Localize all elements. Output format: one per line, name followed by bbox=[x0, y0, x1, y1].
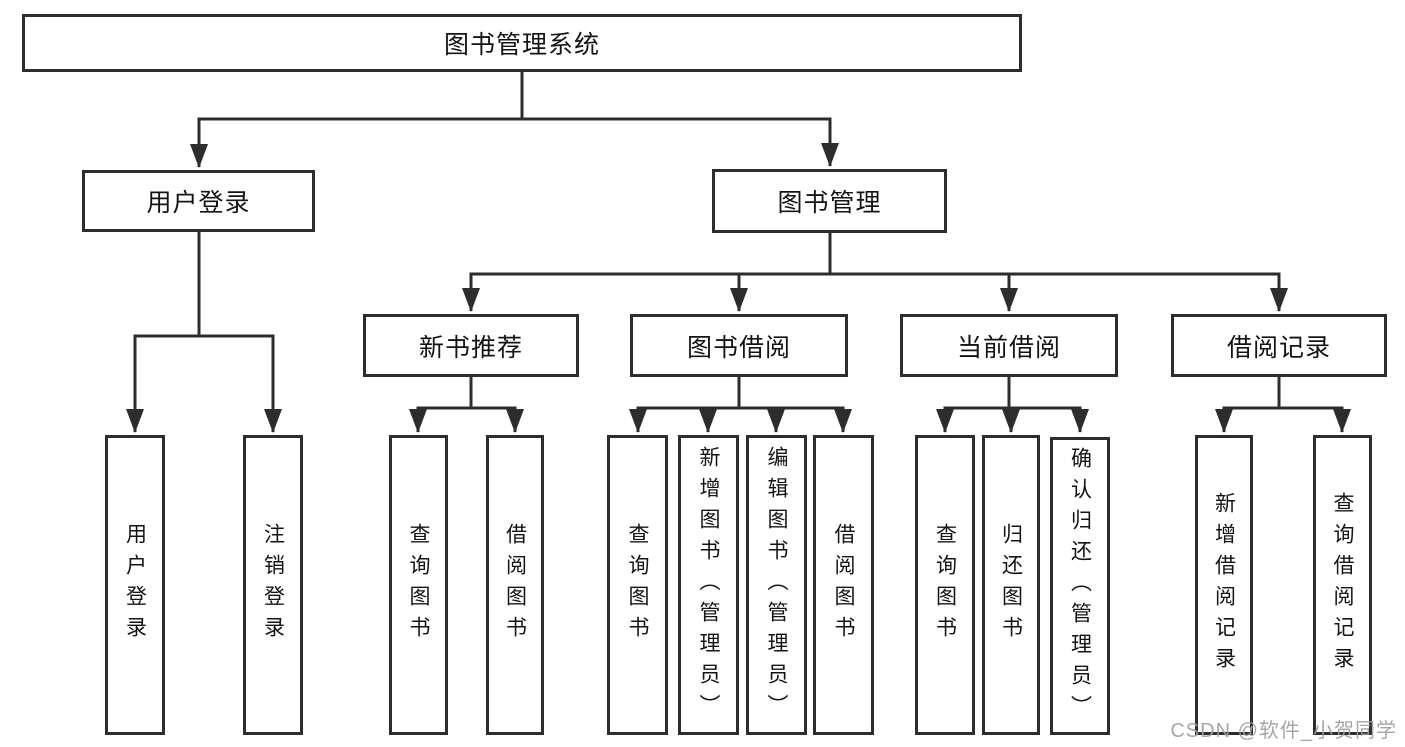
leaf-current-return-label: 归还图书 bbox=[999, 523, 1023, 647]
leaf-borrow-add-admin-label: 新增图书（管理员） bbox=[697, 445, 720, 725]
node-current-borrow-label: 当前借阅 bbox=[956, 333, 1061, 362]
node-book-borrow-label: 图书借阅 bbox=[686, 333, 791, 362]
leaf-borrow-add-admin: 新增图书（管理员） bbox=[678, 435, 739, 735]
node-book-management-label: 图书管理 bbox=[777, 189, 882, 217]
leaf-record-query: 查询借阅记录 bbox=[1313, 435, 1372, 735]
leaf-record-add-label: 新增借阅记录 bbox=[1212, 492, 1236, 678]
leaf-record-add: 新增借阅记录 bbox=[1195, 435, 1253, 735]
connector-arrows bbox=[126, 119, 1351, 433]
node-user-login-label: 用户登录 bbox=[146, 189, 251, 217]
node-new-book-recommend-label: 新书推荐 bbox=[418, 333, 523, 362]
leaf-user-login-label: 用户登录 bbox=[123, 523, 147, 647]
node-borrow-records: 借阅记录 bbox=[1171, 314, 1387, 377]
leaf-current-confirm-admin-label: 确认归还（管理员） bbox=[1068, 446, 1092, 726]
node-book-borrow: 图书借阅 bbox=[630, 314, 848, 377]
node-root-label: 图书管理系统 bbox=[443, 31, 600, 59]
leaf-borrow-query-label: 查询图书 bbox=[626, 523, 649, 647]
csdn-watermark: CSDN @软件_小贺同学 bbox=[1170, 720, 1397, 742]
leaf-newbook-query-label: 查询图书 bbox=[407, 523, 430, 647]
leaf-current-query-label: 查询图书 bbox=[933, 523, 957, 647]
leaf-borrow-book-label: 借阅图书 bbox=[832, 523, 855, 647]
leaf-current-return: 归还图书 bbox=[982, 435, 1040, 735]
leaf-borrow-book: 借阅图书 bbox=[813, 435, 874, 735]
leaf-newbook-borrow-label: 借阅图书 bbox=[503, 523, 527, 647]
leaf-logout: 注销登录 bbox=[243, 435, 303, 735]
leaf-current-confirm-admin: 确认归还（管理员） bbox=[1050, 437, 1110, 735]
leaf-borrow-edit-admin: 编辑图书（管理员） bbox=[746, 435, 807, 735]
leaf-record-query-label: 查询借阅记录 bbox=[1331, 492, 1354, 678]
node-current-borrow: 当前借阅 bbox=[900, 314, 1118, 377]
leaf-logout-label: 注销登录 bbox=[261, 523, 285, 647]
node-book-management: 图书管理 bbox=[712, 169, 947, 233]
leaf-borrow-edit-admin-label: 编辑图书（管理员） bbox=[765, 445, 788, 725]
node-user-login: 用户登录 bbox=[82, 170, 315, 232]
leaf-borrow-query: 查询图书 bbox=[607, 435, 668, 735]
node-new-book-recommend: 新书推荐 bbox=[363, 314, 579, 377]
connector-trunks bbox=[133, 72, 1344, 410]
leaf-newbook-query: 查询图书 bbox=[389, 435, 448, 735]
leaf-user-login: 用户登录 bbox=[105, 435, 165, 735]
leaf-newbook-borrow: 借阅图书 bbox=[486, 435, 544, 735]
node-borrow-records-label: 借阅记录 bbox=[1226, 333, 1331, 362]
node-root: 图书管理系统 bbox=[22, 14, 1022, 72]
leaf-current-query: 查询图书 bbox=[915, 435, 975, 735]
